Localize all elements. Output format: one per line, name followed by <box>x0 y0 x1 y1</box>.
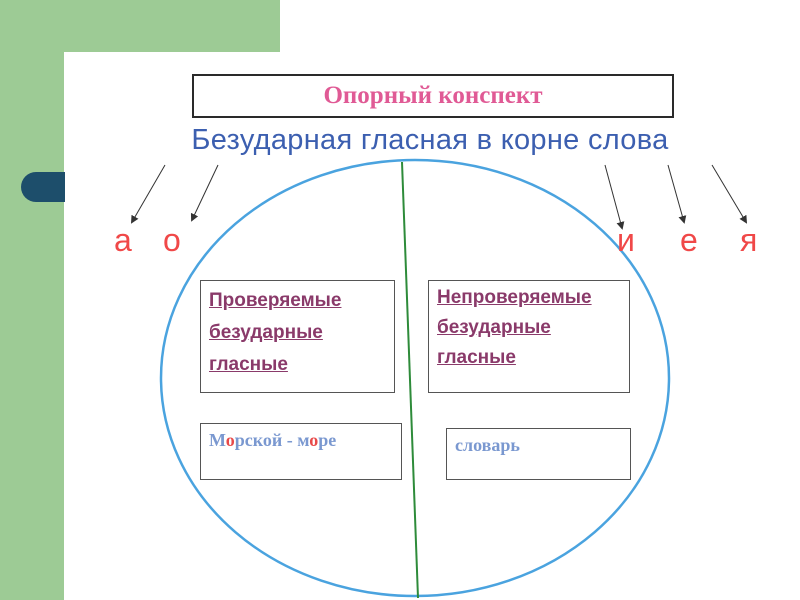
checkable-heading-line-2: безударные <box>209 322 323 343</box>
background-accent-strip <box>0 0 64 600</box>
title-box: Опорный конспект <box>192 74 674 118</box>
vowel-i: и <box>617 222 635 258</box>
example-highlight: о <box>225 430 235 450</box>
uncheckable-heading-line-3: гласные <box>437 347 516 368</box>
subtitle: Безударная гласная в корне слова <box>191 124 669 156</box>
vowel-e: е <box>680 222 698 258</box>
page-title: Опорный конспект <box>323 82 543 109</box>
uncheckable-example: словарь <box>455 435 520 455</box>
vowel-a: а <box>114 222 132 258</box>
uncheckable-example-box: словарь <box>446 428 631 480</box>
checkable-vowels-box: Проверяемые безударные гласные <box>200 280 395 393</box>
divider-line <box>401 161 419 599</box>
checkable-heading-line-1: Проверяемые <box>209 290 342 311</box>
main-circle <box>159 158 671 598</box>
uncheckable-vowels-box: Непроверяемые безударные гласные <box>428 280 630 393</box>
example-part: М <box>209 430 226 450</box>
arrow-to-a <box>130 164 166 224</box>
vowel-ya: я <box>740 222 758 258</box>
example-part: рской - м <box>234 430 310 450</box>
example-highlight: о <box>309 430 319 450</box>
example-part: ре <box>318 430 337 450</box>
slide-tab-marker <box>21 172 65 202</box>
checkable-example-box: Морской - море <box>200 423 402 480</box>
arrow-to-ya <box>711 164 748 224</box>
uncheckable-heading-line-2: безударные <box>437 317 551 338</box>
checkable-example: Морской - море <box>201 424 401 457</box>
arrow-to-i <box>604 164 625 230</box>
arrow-to-o <box>190 164 219 222</box>
uncheckable-heading-line-1: Непроверяемые <box>437 287 592 308</box>
checkable-heading-line-3: гласные <box>209 354 288 375</box>
vowel-o: о <box>163 222 181 258</box>
arrow-to-e <box>667 164 687 224</box>
